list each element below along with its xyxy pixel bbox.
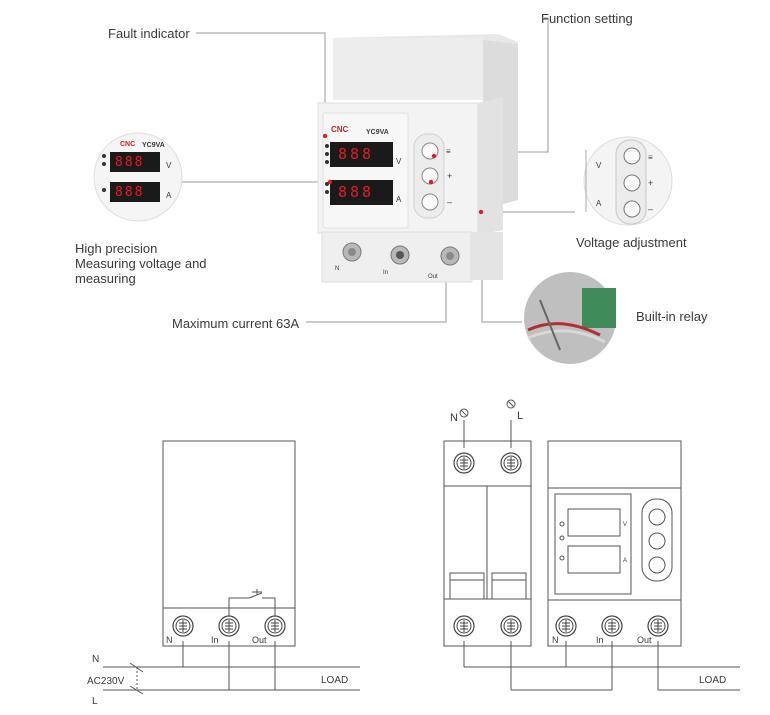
zoom-unit-a: A bbox=[166, 191, 172, 200]
zoom-unit-v: V bbox=[166, 161, 172, 170]
right-term-in: In bbox=[596, 635, 604, 645]
minus-icon: – bbox=[447, 197, 453, 207]
menu-icon: ≡ bbox=[446, 147, 451, 156]
plus-icon: + bbox=[447, 171, 453, 181]
left-load-label: LOAD bbox=[321, 675, 349, 686]
device-term-in: In bbox=[383, 270, 389, 276]
left-term-n: N bbox=[166, 635, 173, 645]
right-load-label: LOAD bbox=[699, 675, 727, 686]
device-unit-a: A bbox=[396, 195, 402, 204]
diagram-right-device bbox=[547, 440, 682, 647]
supply-voltage: AC230V bbox=[87, 676, 125, 687]
zoom-brand: CNC bbox=[120, 141, 136, 148]
label-high-precision-3: measuring bbox=[75, 271, 136, 286]
supply-l: L bbox=[92, 696, 98, 707]
zoom-plus-icon: + bbox=[648, 178, 654, 188]
label-built-in-relay: Built-in relay bbox=[636, 309, 708, 324]
zoom-circle-display bbox=[93, 132, 183, 222]
diagram-left bbox=[103, 440, 360, 695]
display-bottom: 888 bbox=[338, 183, 375, 201]
device-unit-v: V bbox=[396, 157, 402, 166]
zoom-btn-unit-a: A bbox=[596, 199, 602, 208]
zoom-menu-icon: ≡ bbox=[648, 153, 653, 162]
zoom-display-bottom: 888 bbox=[115, 185, 145, 200]
right-unit-v: V bbox=[623, 522, 628, 528]
label-high-precision-1: High precision bbox=[75, 241, 158, 256]
zoom-minus-icon: – bbox=[648, 204, 654, 214]
supply-n: N bbox=[92, 654, 100, 665]
device-body bbox=[317, 34, 518, 283]
right-unit-a: A bbox=[623, 558, 628, 564]
zoom-circle-buttons bbox=[583, 136, 673, 226]
zoom-circle-relay bbox=[524, 272, 616, 364]
device-term-out: Out bbox=[428, 274, 438, 280]
zoom-model: YC9VA bbox=[142, 142, 165, 149]
display-top: 888 bbox=[338, 145, 375, 163]
right-term-out: Out bbox=[637, 635, 652, 645]
label-function-setting: Function setting bbox=[541, 11, 633, 26]
right-top-l: L bbox=[517, 410, 524, 422]
left-term-in: In bbox=[211, 635, 219, 645]
label-max-current: Maximum current 63A bbox=[172, 316, 300, 331]
left-term-out: Out bbox=[252, 635, 267, 645]
zoom-btn-unit-v: V bbox=[596, 161, 602, 170]
zoom-display-top: 888 bbox=[115, 155, 145, 170]
label-fault-indicator: Fault indicator bbox=[108, 26, 190, 41]
device-term-n: N bbox=[335, 266, 340, 272]
right-top-n: N bbox=[450, 412, 458, 424]
diagram-right-breaker bbox=[443, 399, 740, 691]
right-term-n: N bbox=[552, 635, 559, 645]
device-brand: CNC bbox=[331, 125, 349, 134]
label-high-precision-2: Measuring voltage and bbox=[75, 256, 207, 271]
device-model: YC9VA bbox=[366, 129, 389, 136]
label-voltage-adjustment: Voltage adjustment bbox=[576, 235, 687, 250]
